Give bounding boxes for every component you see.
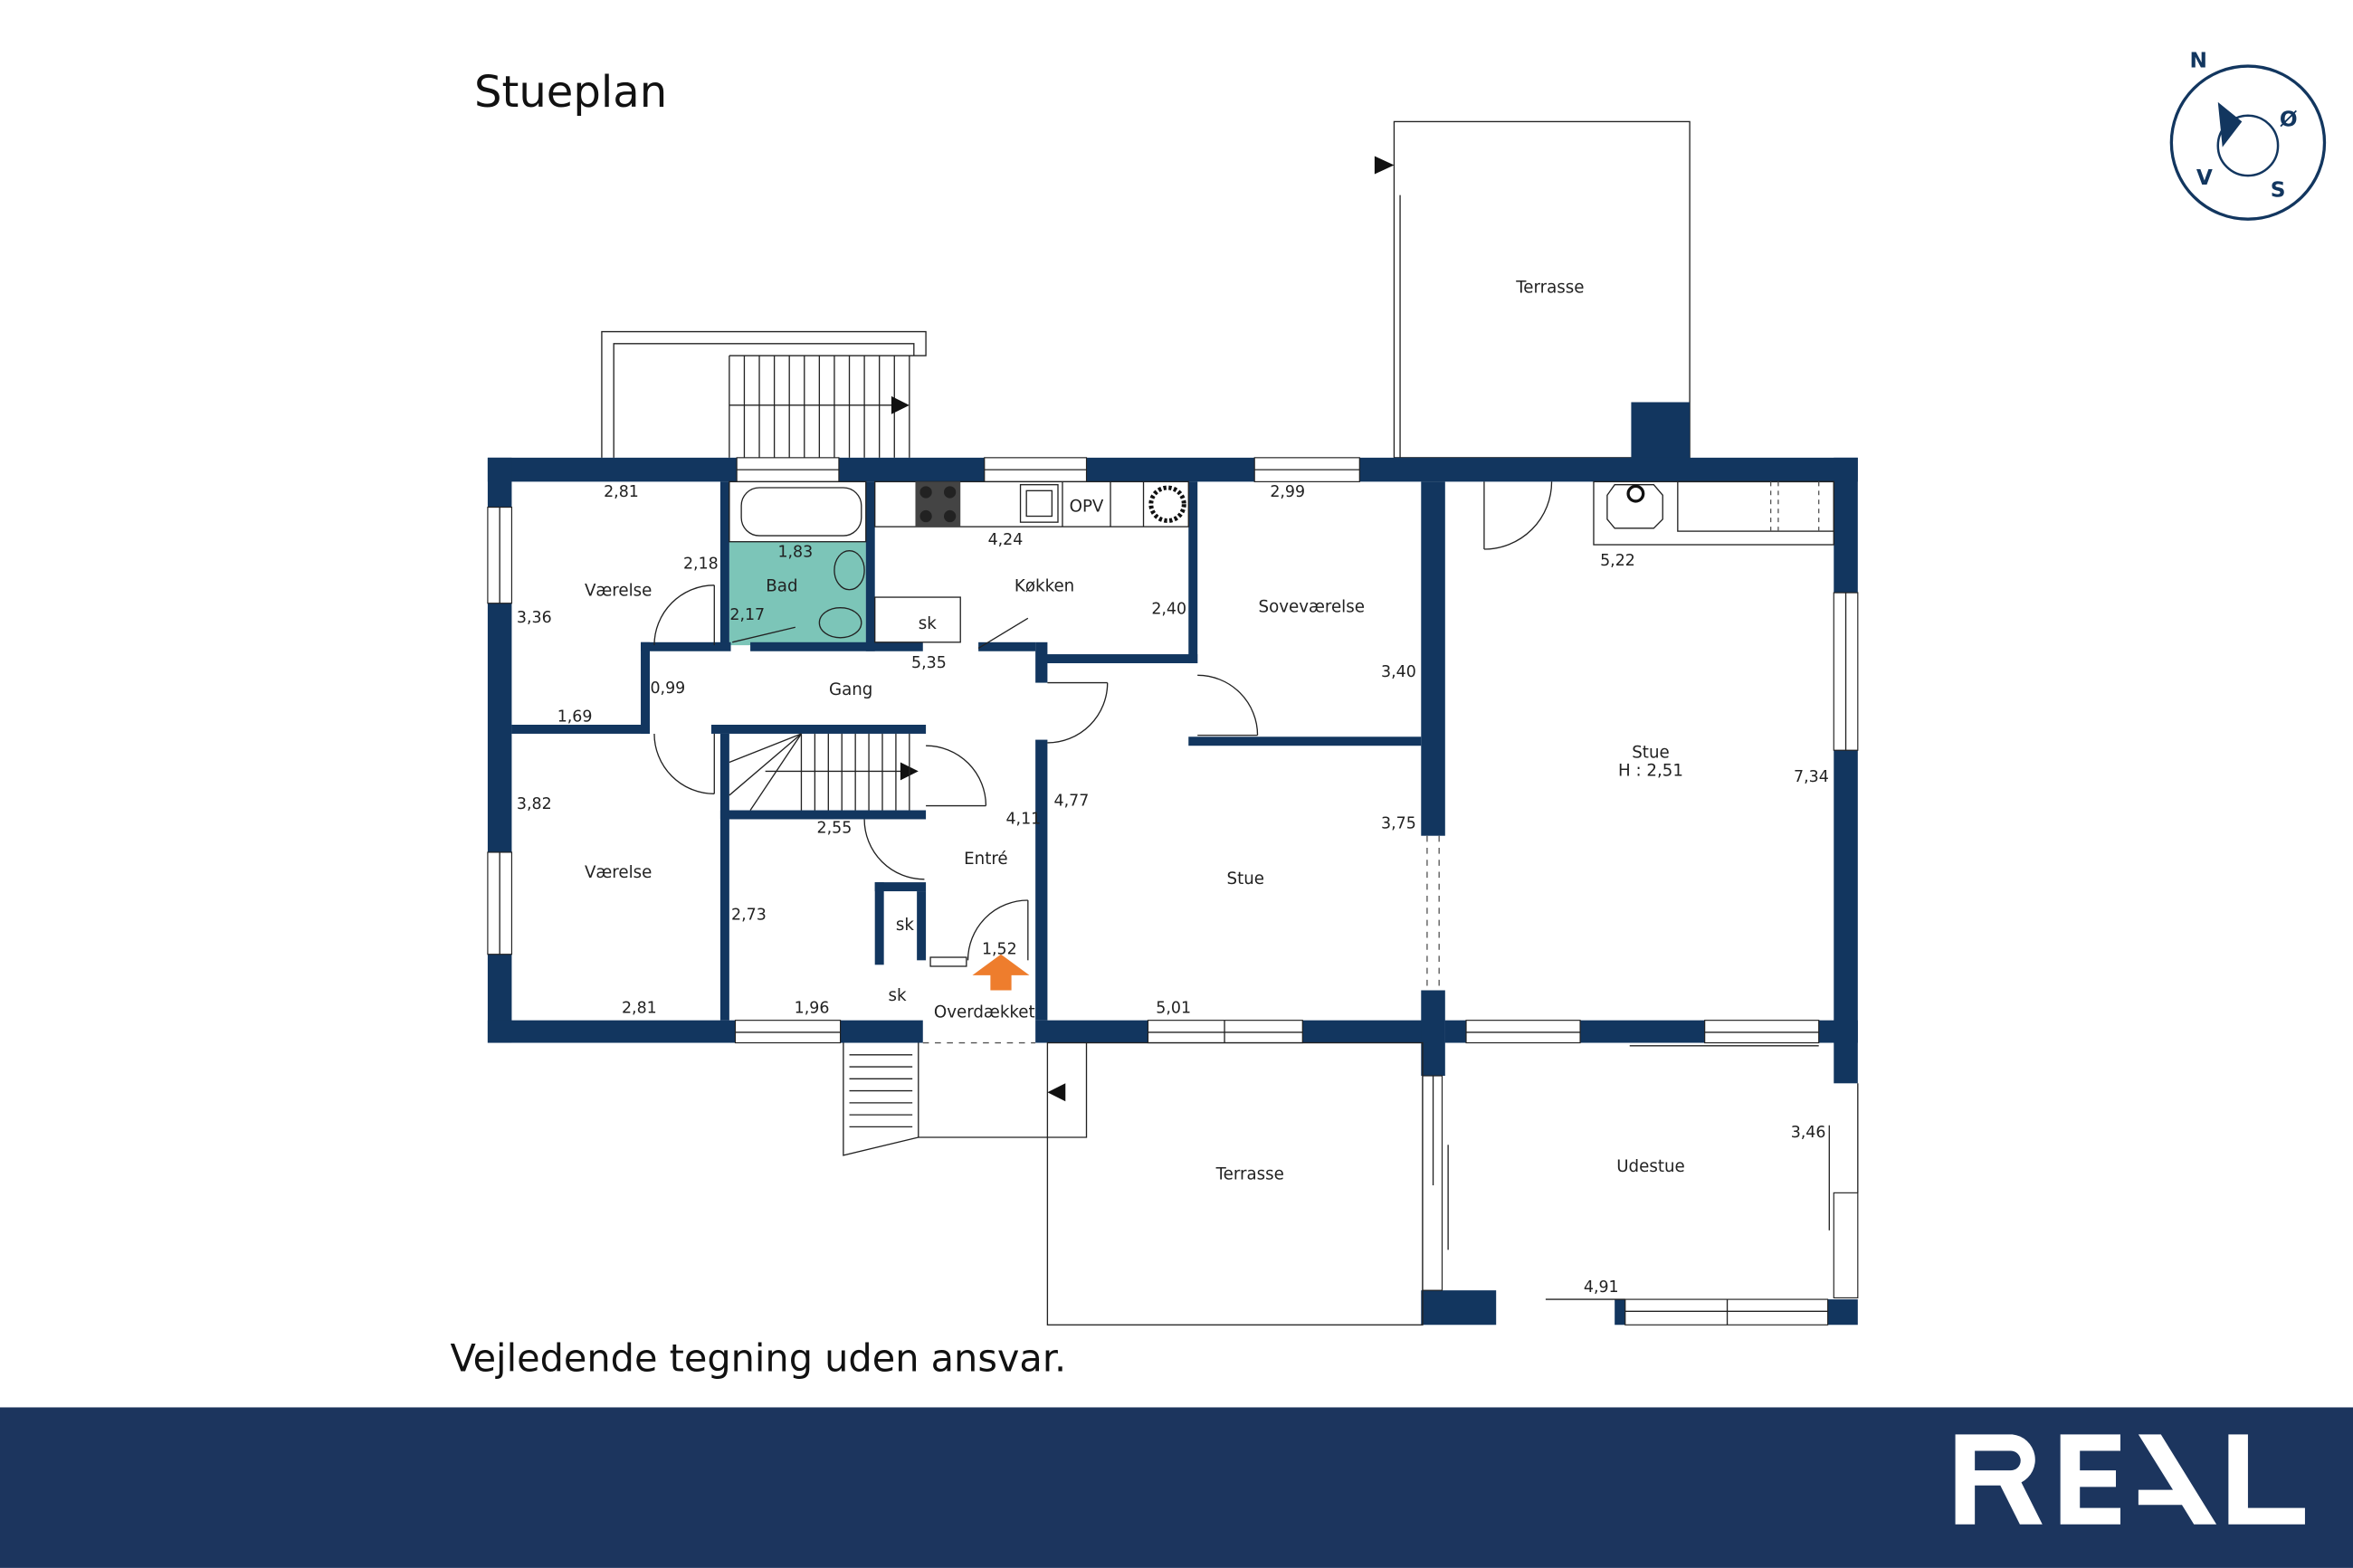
room-label: Soveværelse — [1259, 598, 1365, 617]
dimension: 2,17 — [729, 606, 765, 624]
room-label: Terrasse — [1215, 1164, 1284, 1183]
dimension: 5,22 — [1600, 552, 1635, 570]
room-label: Stue — [1632, 743, 1669, 762]
doors — [653, 481, 1553, 961]
arrow-icon — [1374, 156, 1395, 175]
dimension: 4,11 — [1005, 810, 1041, 828]
room-label: sk — [896, 916, 914, 935]
room-label: Værelse — [585, 581, 652, 600]
entry-arrow-icon — [972, 954, 1030, 991]
dimension: 5,35 — [911, 654, 947, 672]
dimension: 2,73 — [731, 907, 767, 925]
room-label: sk — [919, 614, 937, 633]
compass-e: Ø — [2280, 107, 2298, 131]
dimension: 2,55 — [817, 819, 853, 837]
walls — [487, 457, 1858, 1326]
inner-stairs — [729, 733, 919, 811]
room-label: Overdækket — [934, 1003, 1035, 1022]
terrace-bottom — [1046, 1041, 1424, 1326]
room-label: Værelse — [585, 863, 652, 882]
room-label: Gang — [829, 680, 872, 699]
dimension: 0,99 — [650, 679, 685, 698]
dimension: 2,81 — [622, 999, 657, 1017]
dimension: 3,46 — [1791, 1124, 1826, 1142]
compass-s: S — [2271, 177, 2286, 202]
compass-w: V — [2196, 166, 2213, 190]
dimension: 3,82 — [517, 795, 552, 813]
compass-n: N — [2189, 49, 2206, 73]
room-label: Terrasse — [1515, 278, 1584, 297]
dimension: 5,01 — [1156, 999, 1191, 1017]
column — [1631, 402, 1691, 460]
dimension: 2,40 — [1151, 600, 1186, 618]
real-logo — [1955, 1434, 2305, 1525]
windows — [487, 457, 1859, 1326]
fixtures — [729, 480, 1834, 967]
bath-floor — [729, 541, 866, 646]
dimension: 7,34 — [1794, 768, 1829, 786]
dimension: 3,40 — [1381, 663, 1416, 681]
dimension: 3,36 — [517, 609, 552, 627]
dimension: 2,81 — [604, 483, 639, 501]
room-label: Køkken — [1015, 576, 1074, 595]
dimension: 4,24 — [988, 531, 1024, 549]
dimension: 1,69 — [557, 708, 593, 727]
room-label: Entré — [964, 850, 1008, 869]
dimension: 1,52 — [982, 941, 1017, 959]
outside-stairs-top — [601, 330, 927, 458]
room-label: Bad — [766, 576, 797, 595]
dimension: 1,96 — [795, 999, 830, 1017]
dimension: 4,91 — [1584, 1278, 1619, 1297]
dimension: 4,77 — [1054, 793, 1090, 811]
room-height: H : 2,51 — [1618, 761, 1683, 780]
disclaimer: Vejledende tegning uden ansvar. — [450, 1337, 1066, 1381]
plan-title: Stueplan — [474, 67, 667, 118]
dimension: 3,75 — [1381, 814, 1416, 832]
entrance-stairs — [843, 1042, 1088, 1156]
footer-bar — [0, 1407, 2353, 1568]
room-label: OPV — [1070, 498, 1104, 517]
compass-icon: N Ø S V — [2169, 49, 2327, 221]
room-label: sk — [889, 986, 907, 1005]
room-label: Udestue — [1616, 1157, 1685, 1176]
dimension: 1,83 — [777, 543, 813, 561]
dimension: 2,18 — [683, 556, 719, 574]
room-label: Stue — [1227, 870, 1264, 889]
dimension: 2,99 — [1270, 483, 1305, 501]
